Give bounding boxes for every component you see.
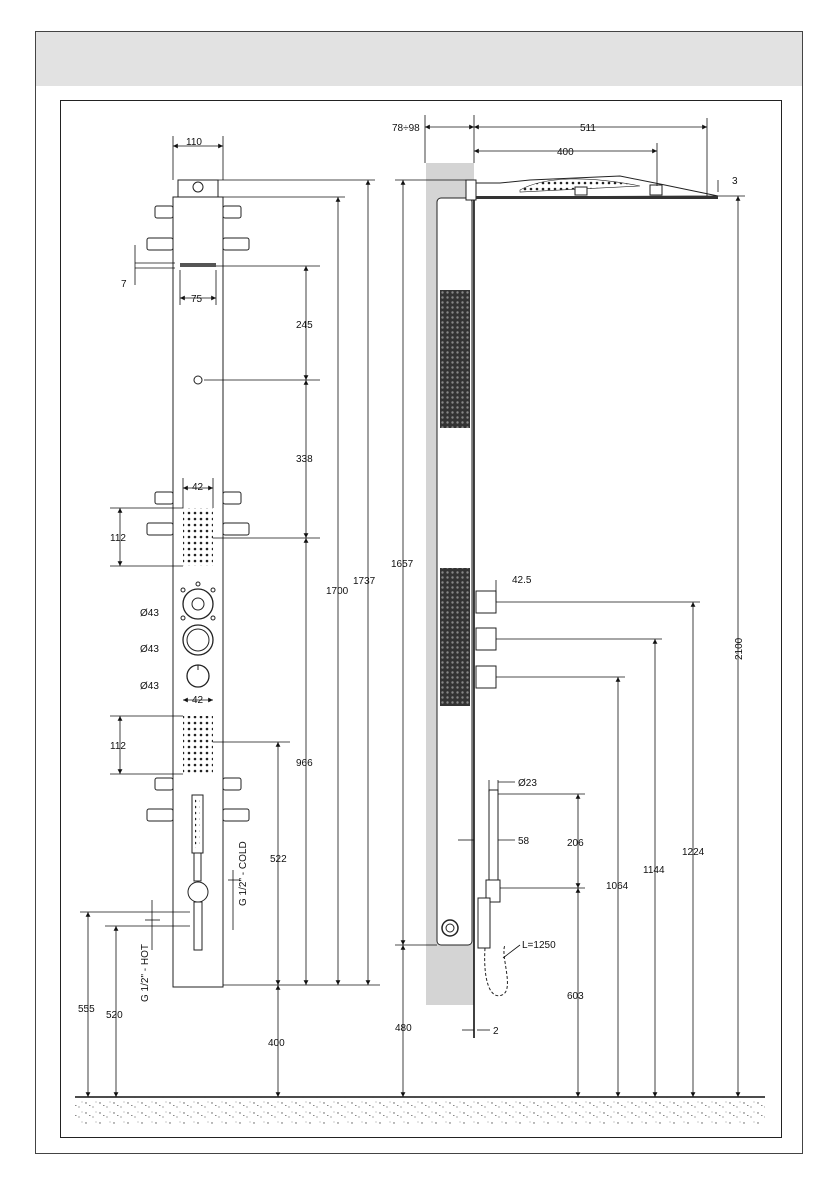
side-mesh-lower bbox=[440, 568, 470, 706]
dim-42-upper: 42 bbox=[192, 482, 204, 493]
dim-480: 480 bbox=[395, 1023, 412, 1034]
knob-label-3: Ø43 bbox=[140, 681, 159, 692]
side-knob-1 bbox=[476, 591, 496, 613]
dim-400-arm: 400 bbox=[557, 147, 574, 158]
top-slot bbox=[180, 263, 216, 267]
side-hand-shower bbox=[489, 790, 498, 888]
dim-7: 7 bbox=[121, 279, 127, 290]
dim-110: 110 bbox=[186, 137, 202, 148]
floor bbox=[75, 1097, 765, 1125]
dim-1144: 1144 bbox=[643, 865, 665, 876]
dim-511: 511 bbox=[580, 123, 596, 134]
dim-42-5: 42.5 bbox=[512, 575, 532, 586]
side-mesh-upper bbox=[440, 290, 470, 428]
dim-3: 3 bbox=[732, 176, 738, 187]
holder-knob bbox=[188, 882, 208, 902]
side-knob-3 bbox=[476, 666, 496, 688]
cold-label: G 1/2" - COLD bbox=[238, 841, 249, 906]
dim-1224: 1224 bbox=[682, 847, 705, 858]
front-view: 110 75 7 245 338 42 112 Ø43 Ø43 Ø43 42 1… bbox=[78, 136, 380, 1097]
jet-block-upper bbox=[183, 508, 213, 566]
dim-23: Ø23 bbox=[518, 778, 537, 789]
dim-2100: 2100 bbox=[734, 637, 745, 660]
dim-1737: 1737 bbox=[353, 576, 376, 587]
hose-length-label: L=1250 bbox=[522, 940, 556, 951]
dim-1700: 1700 bbox=[326, 586, 349, 597]
hot-label: G 1/2" - HOT bbox=[140, 944, 151, 1002]
dim-206: 206 bbox=[567, 838, 584, 849]
dim-1064: 1064 bbox=[606, 881, 629, 892]
knob-label-2: Ø43 bbox=[140, 644, 159, 655]
dim-245: 245 bbox=[296, 320, 313, 331]
dim-78-98: 78÷98 bbox=[392, 123, 420, 134]
dim-520: 520 bbox=[106, 1010, 123, 1021]
dim-2: 2 bbox=[493, 1026, 499, 1037]
dim-112-upper: 112 bbox=[110, 533, 126, 544]
dim-400: 400 bbox=[268, 1038, 285, 1049]
dim-75: 75 bbox=[191, 294, 203, 305]
dim-522: 522 bbox=[270, 854, 287, 865]
side-view: 78÷98 511 400 3 1657 2100 42.5 1224 1144… bbox=[391, 115, 745, 1097]
side-knob-2 bbox=[476, 628, 496, 650]
nozzle-icon bbox=[194, 376, 202, 384]
dim-42-lower: 42 bbox=[192, 695, 204, 706]
dim-338: 338 bbox=[296, 454, 313, 465]
dim-58: 58 bbox=[518, 836, 530, 847]
dim-966: 966 bbox=[296, 758, 313, 769]
jet-block-lower bbox=[183, 716, 213, 774]
dim-603: 603 bbox=[567, 991, 584, 1002]
knob-label-1: Ø43 bbox=[140, 608, 159, 619]
dim-1657: 1657 bbox=[391, 559, 414, 570]
rain-head bbox=[476, 196, 718, 199]
dim-555: 555 bbox=[78, 1004, 95, 1015]
dim-112-lower: 112 bbox=[110, 741, 126, 752]
